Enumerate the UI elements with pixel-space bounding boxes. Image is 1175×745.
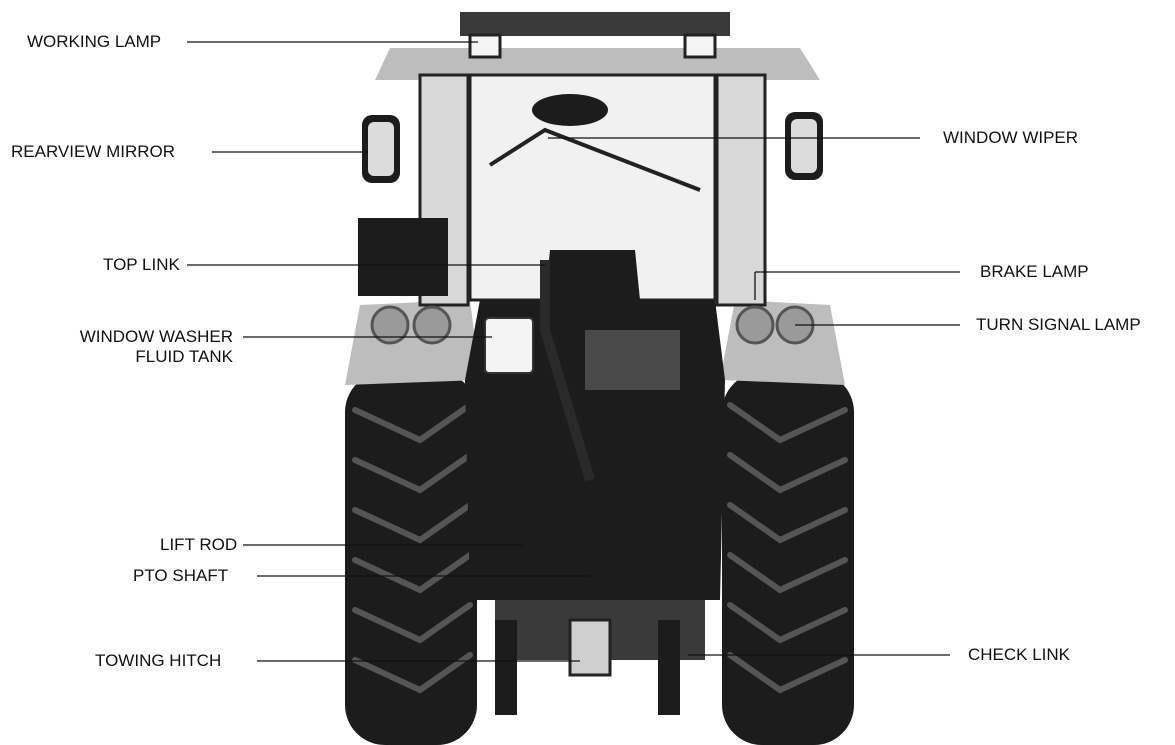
label-towing-hitch: TOWING HITCH <box>95 651 222 670</box>
seat-back <box>545 250 640 300</box>
wiper-arm <box>488 127 701 192</box>
left-lamp-2 <box>412 305 452 345</box>
label-working-lamp: WORKING LAMP <box>27 32 162 51</box>
right-working-lamp <box>683 33 717 59</box>
label-brake-lamp: BRAKE LAMP <box>980 262 1089 281</box>
left-fender <box>345 300 480 385</box>
left-rear-tire <box>345 372 477 745</box>
tractor-illustration <box>345 12 854 745</box>
left-lower-link <box>495 620 517 715</box>
rear-panel-window <box>585 330 680 390</box>
roof-top <box>460 12 730 36</box>
label-check-link: CHECK LINK <box>968 645 1071 664</box>
right-cab-post <box>715 73 767 307</box>
label-pto-shaft: PTO SHAFT <box>133 566 229 585</box>
washer-fluid-tank <box>484 317 534 374</box>
leader-lines <box>187 41 960 662</box>
right-rear-tire <box>722 372 854 745</box>
label-window-wiper: WINDOW WIPER <box>943 128 1079 147</box>
label-window-washer-line2: FLUID TANK <box>135 347 233 366</box>
brake-lamp-shape <box>735 305 775 345</box>
toolbox <box>358 218 448 296</box>
left-working-lamp <box>468 33 502 59</box>
right-lower-link <box>658 620 680 715</box>
towing-hitch-shape <box>568 618 612 677</box>
label-rearview-mirror: REARVIEW MIRROR <box>11 142 176 161</box>
label-window-washer-line1: WINDOW WASHER <box>79 327 233 346</box>
left-lamp-1 <box>370 305 410 345</box>
wiper-motor <box>532 94 608 126</box>
top-link-rod <box>540 260 595 482</box>
label-turn-signal-lamp: TURN SIGNAL LAMP <box>976 315 1141 334</box>
label-window-washer-fluid-tank: WINDOW WASHER FLUID TANK <box>50 327 233 367</box>
label-lift-rod: LIFT ROD <box>160 535 238 554</box>
label-top-link: TOP LINK <box>103 255 180 274</box>
